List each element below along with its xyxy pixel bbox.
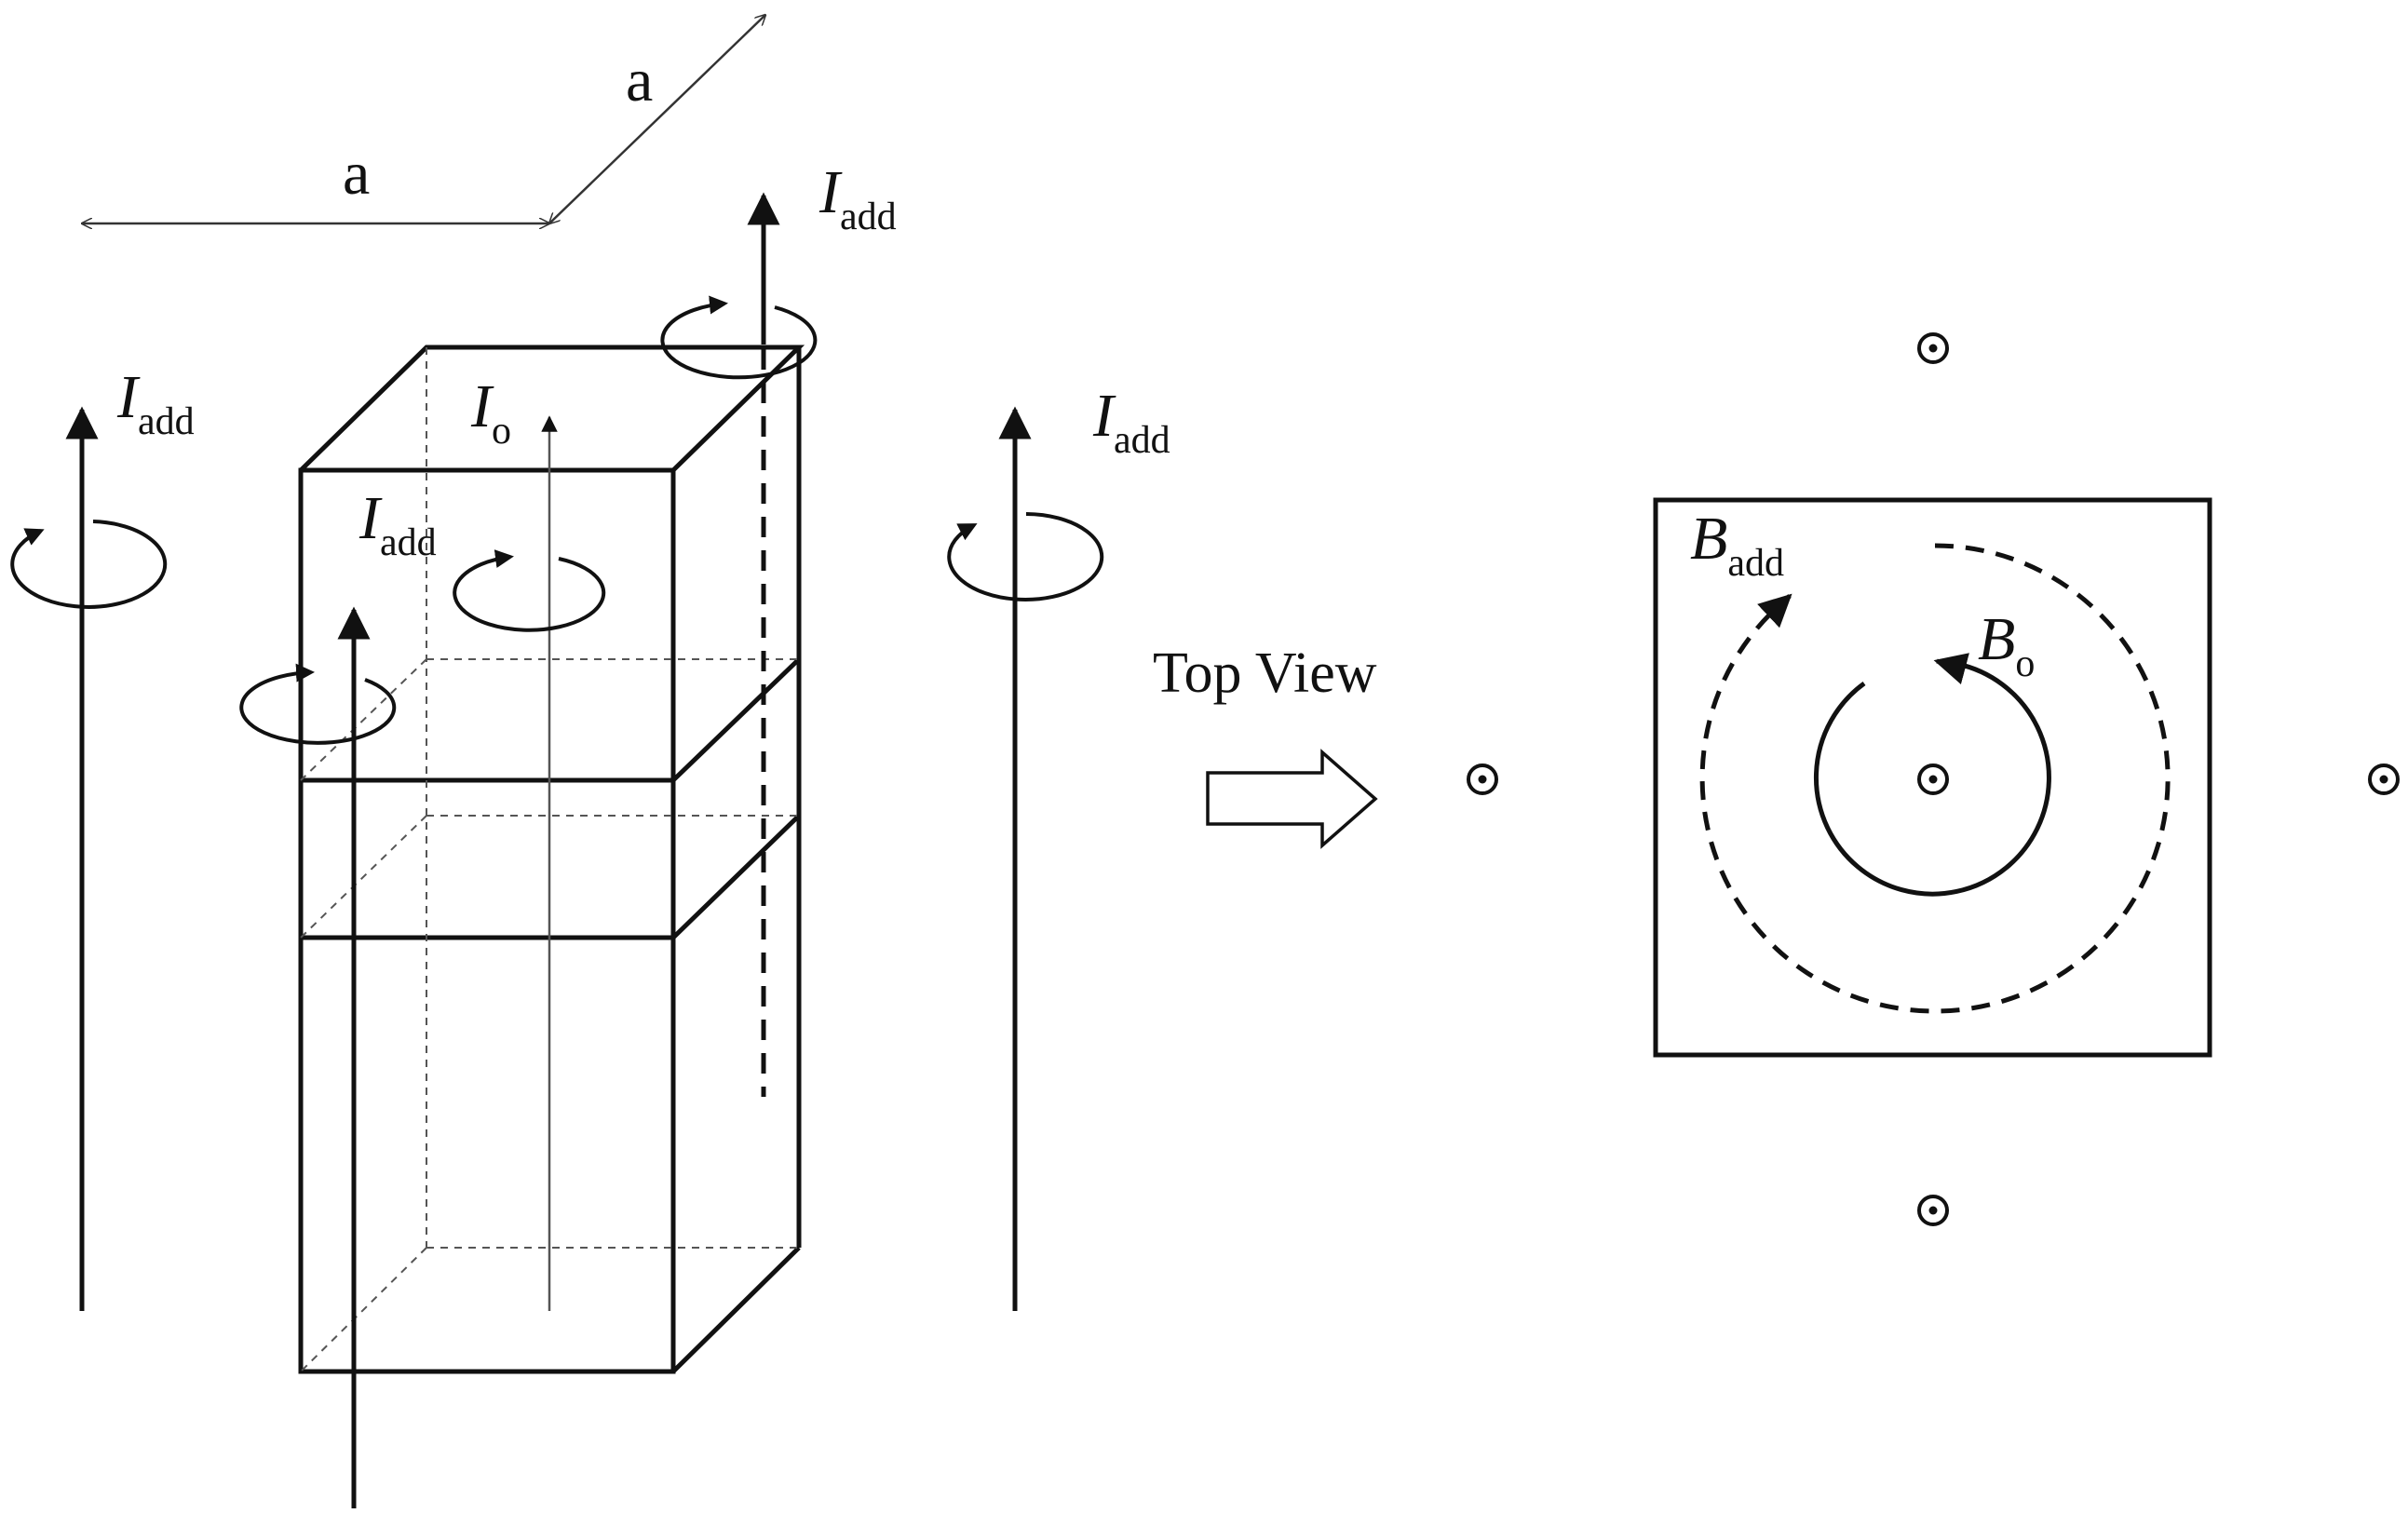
top-view-square (1653, 497, 2212, 1058)
added-current-front-label: Iadd (358, 484, 437, 564)
added-current-right-swirl (947, 512, 1104, 601)
original-field-label: Bo (1978, 605, 2035, 685)
top-view-arrow-icon (1206, 749, 1378, 849)
current-out-icon-right (2368, 764, 2400, 795)
prism-box (298, 345, 805, 1374)
original-field-circle (1813, 653, 2051, 897)
current-out-icon-bottom (1917, 1195, 1949, 1226)
top-view-label: Top View (1153, 642, 1377, 705)
dimension-arrow-depth (549, 15, 765, 223)
current-out-icon-left (1467, 764, 1498, 795)
width-label: a (343, 140, 370, 208)
prism-hidden-edges (300, 347, 799, 1372)
added-current-right-label: Iadd (1092, 382, 1170, 462)
added-current-left-swirl (10, 520, 168, 609)
added-current-front-swirl (239, 663, 397, 745)
current-out-icon-center (1917, 764, 1949, 795)
added-current-left-label: Iadd (116, 363, 195, 443)
added-field-circle (1699, 543, 2171, 1014)
added-current-back-swirl (660, 295, 818, 380)
added-field-label: Badd (1690, 505, 1784, 585)
original-current-label: Io (470, 372, 511, 453)
current-out-icon-top (1917, 332, 1949, 364)
added-current-back-label: Iadd (818, 158, 897, 238)
original-current-swirl (453, 549, 606, 632)
depth-label: a (626, 47, 653, 115)
